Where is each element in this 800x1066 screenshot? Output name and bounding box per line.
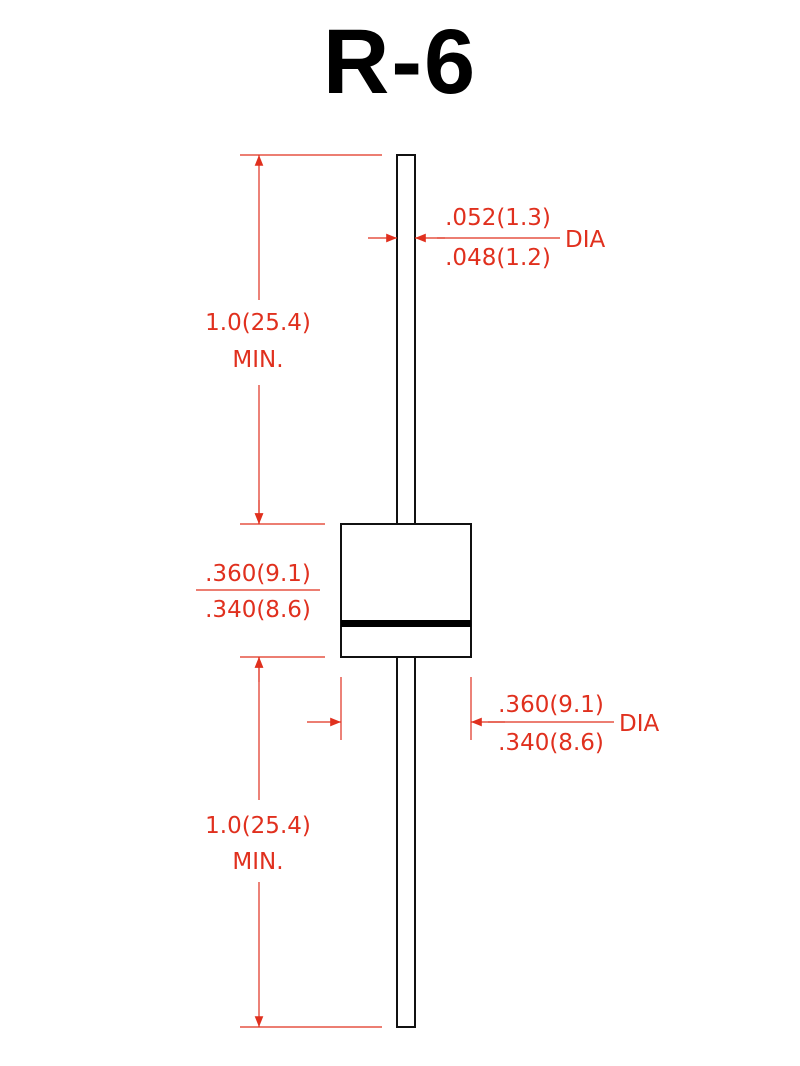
lower-lead-length-note: MIN. bbox=[232, 849, 283, 875]
body-length-max: .360(9.1) bbox=[205, 561, 311, 587]
body-dia-min: .340(8.6) bbox=[498, 730, 604, 756]
lead-dia-max: .052(1.3) bbox=[445, 205, 551, 231]
diode-body bbox=[340, 523, 472, 658]
lower-lead-length-value: 1.0(25.4) bbox=[205, 813, 311, 839]
dimension-labels: .052(1.3) .048(1.2) DIA 1.0(25.4) MIN. .… bbox=[205, 205, 659, 875]
lead-dia-suffix: DIA bbox=[565, 227, 605, 253]
lower-lead bbox=[396, 656, 416, 1028]
dimension-lines bbox=[196, 154, 614, 1028]
component-outline bbox=[340, 154, 472, 1028]
upper-lead-length-note: MIN. bbox=[232, 347, 283, 373]
upper-lead bbox=[396, 154, 416, 526]
body-dia-suffix: DIA bbox=[619, 711, 659, 737]
upper-lead-length-value: 1.0(25.4) bbox=[205, 310, 311, 336]
cathode-band bbox=[341, 620, 471, 627]
package-title: R-6 bbox=[322, 11, 478, 113]
lead-dia-min: .048(1.2) bbox=[445, 245, 551, 271]
body-dia-max: .360(9.1) bbox=[498, 692, 604, 718]
body-length-min: .340(8.6) bbox=[205, 597, 311, 623]
